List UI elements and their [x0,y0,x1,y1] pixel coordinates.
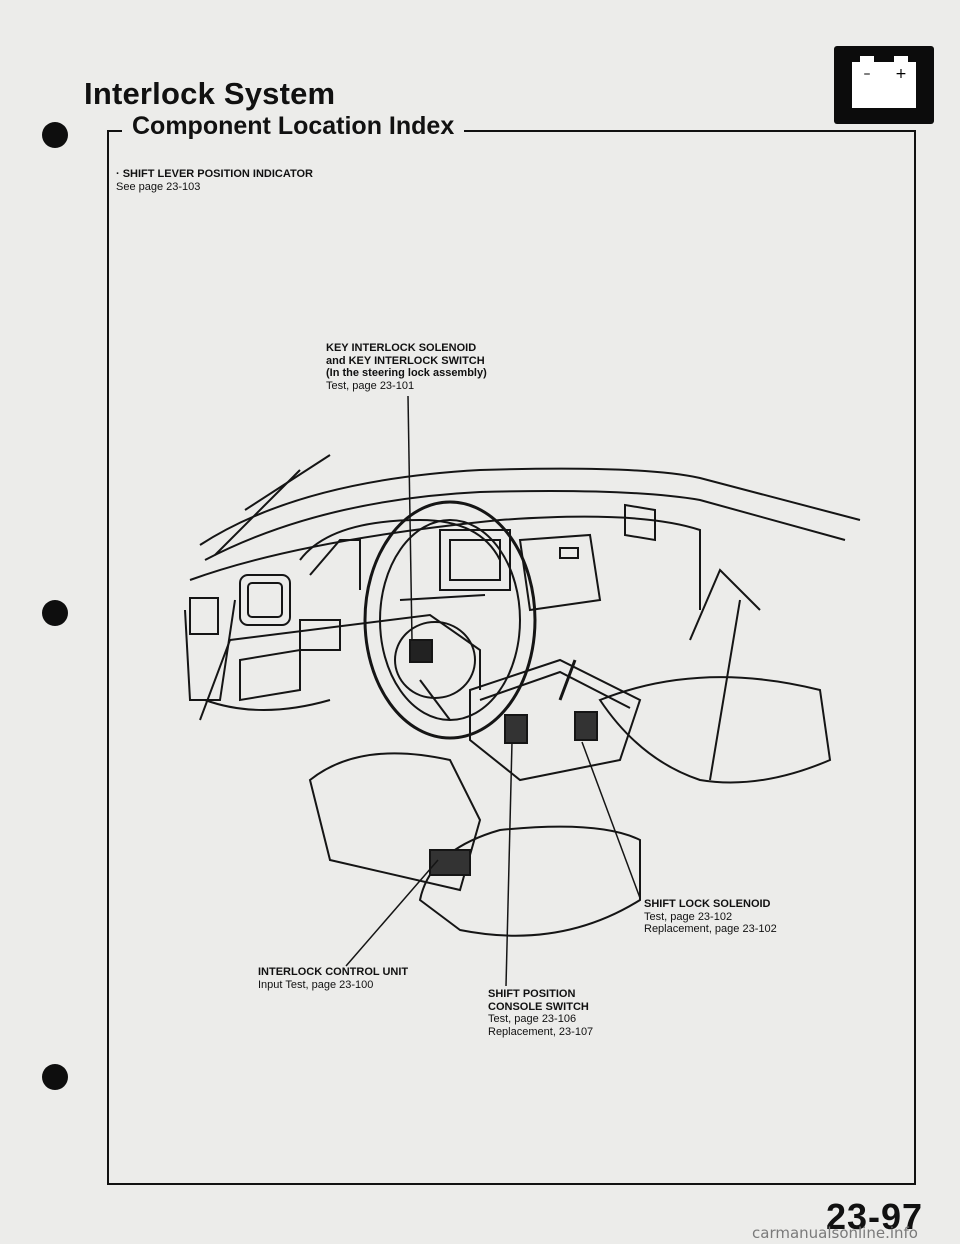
note-ref: See page 23-103 [116,180,201,193]
callout-line: KEY INTERLOCK SOLENOID [326,342,477,354]
callout-ref: Replacement, 23-107 [488,1025,594,1038]
page-number: 23-97 [826,1196,924,1237]
note-head: · SHIFT LEVER POSITION INDICATOR [116,168,313,180]
watermark: carmanualsonline.info [752,1224,918,1242]
callout-interlock-control-unit: INTERLOCK CONTROL UNIT Input Test, page … [258,966,408,991]
battery-plus: + [895,66,907,82]
binder-hole [42,1064,68,1090]
callout-shift-lock-solenoid: SHIFT LOCK SOLENOID Test, page 23-102 Re… [644,898,777,936]
section-frame [107,130,916,1185]
callout-ref: Test, page 23-106 [488,1013,577,1025]
callout-line: SHIFT POSITION [488,988,576,1000]
callout-ref: Input Test, page 23-100 [258,978,374,991]
note-shift-lever-indicator: · SHIFT LEVER POSITION INDICATOR See pag… [116,168,313,193]
callout-key-interlock: KEY INTERLOCK SOLENOID and KEY INTERLOCK… [326,342,487,392]
page-title: Interlock System [84,76,336,111]
callout-ref: Test, page 23-102 [644,910,733,923]
callout-line: SHIFT LOCK SOLENOID [644,898,771,910]
callout-shift-position-switch: SHIFT POSITION CONSOLE SWITCH Test, page… [488,988,593,1038]
binder-hole [42,122,68,148]
callout-line: (In the steering lock assembly) [326,367,487,379]
callout-line: and KEY INTERLOCK SWITCH [326,354,485,367]
section-title: Component Location Index [122,112,465,141]
battery-minus: – [864,66,871,82]
battery-icon: – + [834,46,934,124]
callout-line: INTERLOCK CONTROL UNIT [258,966,409,978]
binder-hole [42,600,68,626]
callout-ref: Test, page 23-101 [326,379,415,392]
callout-ref: Replacement, page 23-102 [644,923,777,935]
callout-line: CONSOLE SWITCH [488,1000,589,1013]
